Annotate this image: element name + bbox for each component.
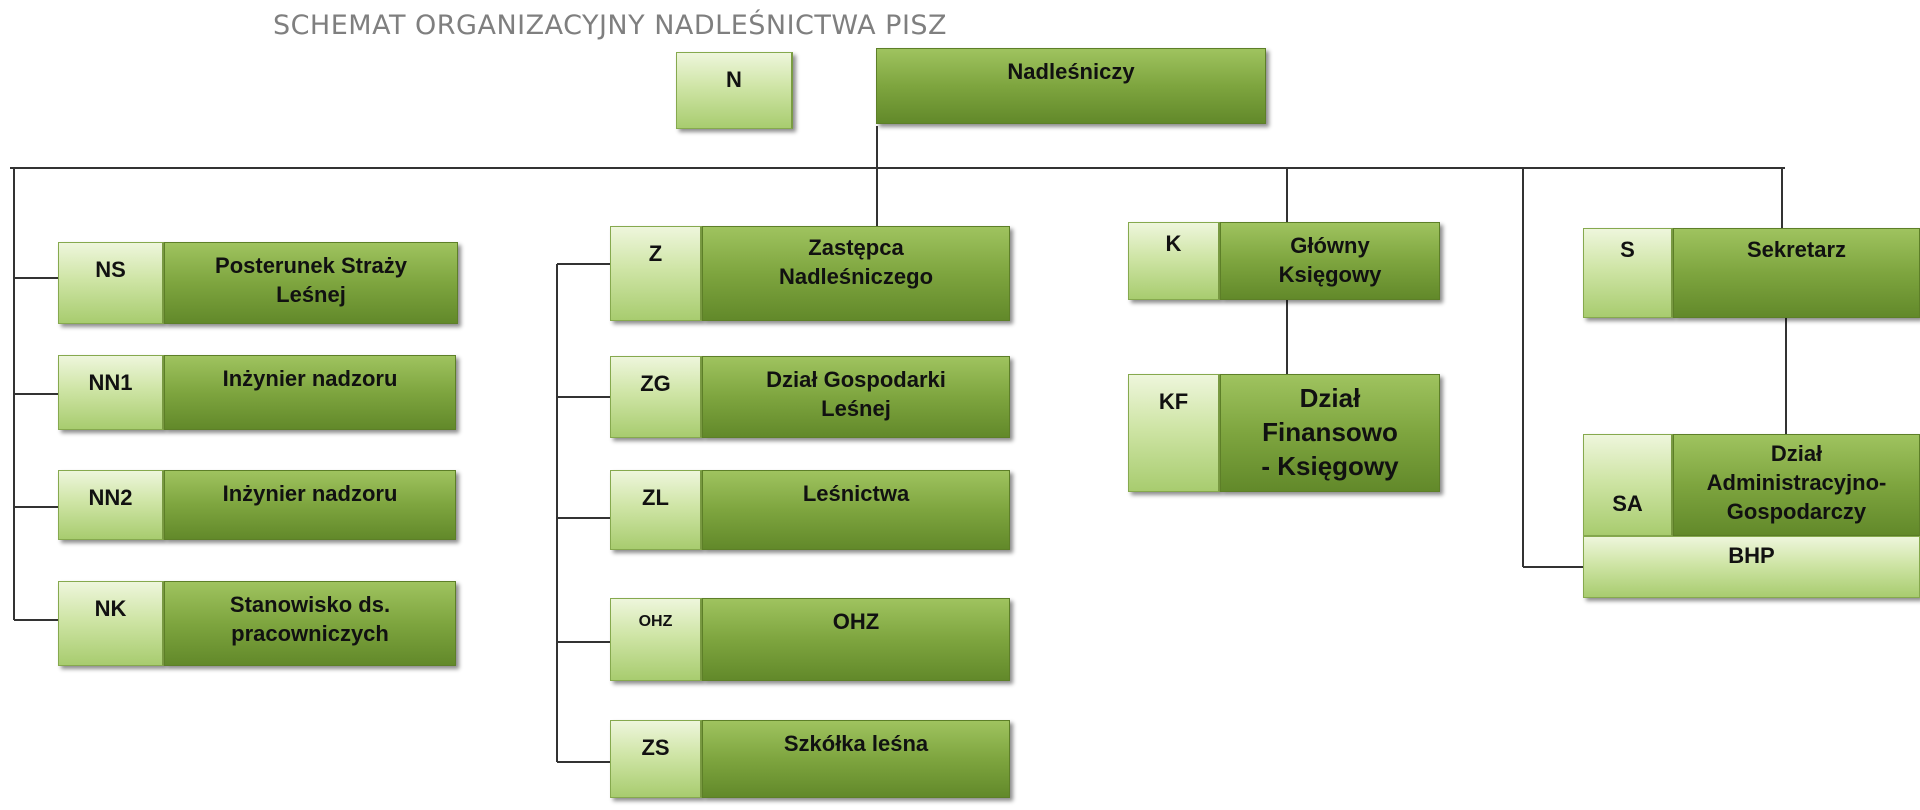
node-nadlesniczy-label: Nadleśniczy: [1007, 59, 1135, 84]
node-ohz: OHZ OHZ: [610, 598, 1010, 681]
node-nk: NK Stanowisko ds. pracowniczych: [58, 581, 456, 666]
node-zl: ZL Leśnictwa: [610, 470, 1010, 550]
node-s: S Sekretarz: [1583, 228, 1920, 318]
node-zs: ZS Szkółka leśna: [610, 720, 1010, 798]
node-s-code: S: [1583, 228, 1673, 318]
node-kf-name: Dział Finansowo - Księgowy: [1220, 374, 1440, 492]
node-ns-code: NS: [58, 242, 164, 324]
node-k-label: Główny Księgowy: [1278, 233, 1382, 287]
node-nn1-name: Inżynier nadzoru: [164, 355, 456, 430]
node-zl-code: ZL: [610, 470, 702, 550]
node-nn2-name: Inżynier nadzoru: [164, 470, 456, 540]
node-sa-label: Dział Administracyjno- Gospodarczy: [1706, 441, 1887, 524]
chart-title: SCHEMAT ORGANIZACYJNY NADLEŚNICTWA PISZ: [272, 10, 948, 41]
node-nadlesniczy-name: Nadleśniczy: [876, 48, 1266, 124]
node-nadlesniczy: Nadleśniczy: [876, 48, 1266, 124]
node-ns-name: Posterunek Straży Leśnej: [164, 242, 458, 324]
node-ohz-name: OHZ: [702, 598, 1010, 681]
node-nn2: NN2 Inżynier nadzoru: [58, 470, 456, 540]
node-kf-code: KF: [1128, 374, 1220, 492]
node-n: N: [676, 52, 793, 129]
node-z: Z Zastępca Nadleśniczego: [610, 226, 1010, 321]
node-kf: KF Dział Finansowo - Księgowy: [1128, 374, 1440, 492]
node-nk-name: Stanowisko ds. pracowniczych: [164, 581, 456, 666]
node-sa-code: SA: [1583, 434, 1673, 536]
node-zg-name: Dział Gospodarki Leśnej: [702, 356, 1010, 438]
node-bhp: BHP: [1583, 536, 1920, 598]
node-zg-code: ZG: [610, 356, 702, 438]
node-nk-label: Stanowisko ds. pracowniczych: [229, 592, 391, 646]
node-nk-code: NK: [58, 581, 164, 666]
node-s-label: Sekretarz: [1746, 237, 1847, 262]
node-ohz-label: OHZ: [832, 609, 880, 634]
node-n-code: N: [676, 52, 793, 129]
node-nn2-code: NN2: [58, 470, 164, 540]
node-sa-name: Dział Administracyjno- Gospodarczy: [1673, 434, 1920, 536]
node-ns: NS Posterunek Straży Leśnej: [58, 242, 458, 324]
node-ohz-code: OHZ: [610, 598, 702, 681]
node-ns-label: Posterunek Straży Leśnej: [215, 253, 407, 307]
node-sa: SA Dział Administracyjno- Gospodarczy: [1583, 434, 1920, 536]
node-z-label: Zastępca Nadleśniczego: [778, 235, 934, 289]
node-z-code: Z: [610, 226, 702, 321]
node-k-code: K: [1128, 222, 1220, 300]
node-nn2-label: Inżynier nadzoru: [222, 481, 398, 506]
node-zs-label: Szkółka leśna: [783, 731, 929, 756]
node-nn1-code: NN1: [58, 355, 164, 430]
node-zs-code: ZS: [610, 720, 702, 798]
node-zl-name: Leśnictwa: [702, 470, 1010, 550]
node-zs-name: Szkółka leśna: [702, 720, 1010, 798]
node-k-name: Główny Księgowy: [1220, 222, 1440, 300]
node-s-name: Sekretarz: [1673, 228, 1920, 318]
node-nn1-label: Inżynier nadzoru: [222, 366, 398, 391]
node-zg: ZG Dział Gospodarki Leśnej: [610, 356, 1010, 438]
node-zg-label: Dział Gospodarki Leśnej: [766, 367, 946, 421]
node-zl-label: Leśnictwa: [802, 481, 910, 506]
node-kf-label: Dział Finansowo - Księgowy: [1261, 383, 1399, 481]
node-z-name: Zastępca Nadleśniczego: [702, 226, 1010, 321]
node-k: K Główny Księgowy: [1128, 222, 1440, 300]
node-nn1: NN1 Inżynier nadzoru: [58, 355, 456, 430]
